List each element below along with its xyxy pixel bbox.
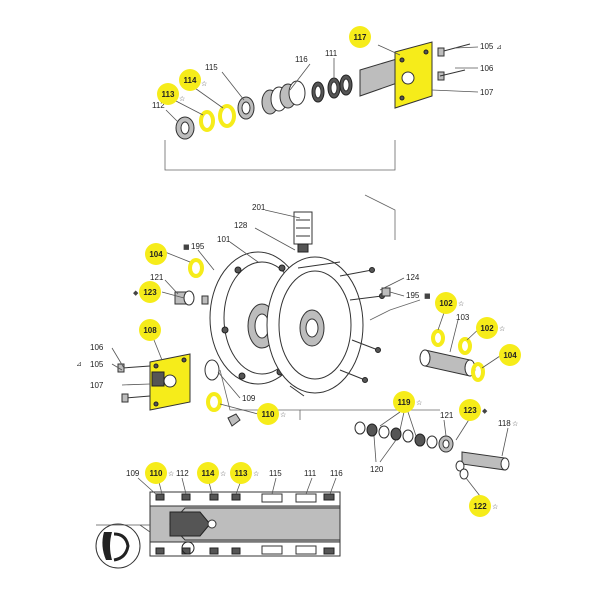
label-106-top: 106: [480, 64, 494, 73]
label-111-bottom: 111: [304, 469, 317, 478]
star-mark-102-a: ☆: [458, 300, 464, 308]
callout-114-top-text: 114: [184, 76, 197, 85]
square-mark-195-right: ■: [424, 292, 431, 300]
top-shaft-assembly: 105 ⊿ 106 107 116 111 115 112: [152, 41, 502, 240]
diamond-mark-123-left: ◆: [133, 289, 139, 297]
star-mark-102-b: ☆: [499, 325, 505, 333]
label-109-bottom: 109: [126, 469, 140, 478]
shaft-118: [455, 451, 510, 480]
torque-mark-105-left: ⊿: [76, 360, 82, 368]
callout-122-text: 122: [473, 502, 487, 511]
callout-108[interactable]: 108: [139, 319, 161, 341]
callout-102-a-text: 102: [439, 299, 453, 308]
label-107-top: 107: [480, 88, 494, 97]
label-112-bottom: 112: [176, 469, 189, 478]
callout-110-mid[interactable]: 110: [257, 403, 279, 425]
label-120: 120: [370, 465, 384, 474]
callout-117-text: 117: [354, 33, 367, 42]
callout-102-b[interactable]: 102: [476, 317, 498, 339]
callout-113-bottom-text: 113: [235, 469, 248, 478]
star-mark-122: ☆: [492, 503, 498, 511]
callout-113-top-text: 113: [162, 90, 175, 99]
pump-body-assembly: 201 128 ■ 195 101 124 195 ■ 121 103 106 …: [76, 203, 518, 497]
seal-stack-116: [261, 80, 306, 115]
star-mark-114-top: ☆: [201, 80, 207, 88]
label-107-left: 107: [90, 381, 104, 390]
star-mark-118: ☆: [512, 420, 518, 428]
spool-103: [419, 349, 476, 377]
label-105-left: 105: [90, 360, 104, 369]
diamond-mark-123-right: ◆: [482, 407, 488, 415]
callout-122[interactable]: 122: [469, 495, 491, 517]
label-101: 101: [217, 235, 231, 244]
callout-123-right-text: 123: [463, 406, 477, 415]
ring-set-111: [311, 74, 353, 103]
label-115-bottom: 115: [269, 469, 282, 478]
label-103: 103: [456, 313, 470, 322]
label-195-left: 195: [191, 242, 205, 251]
torque-mark-105-top: ⊿: [496, 43, 502, 51]
callout-104-left-text: 104: [149, 250, 163, 259]
label-106-left: 106: [90, 343, 104, 352]
callout-114-bottom-text: 114: [202, 469, 215, 478]
star-mark-110-mid: ☆: [280, 411, 286, 419]
label-128: 128: [234, 221, 248, 230]
label-118: 118: [498, 419, 511, 428]
seal-109: [204, 359, 220, 381]
callout-102-b-text: 102: [480, 324, 494, 333]
callout-113-top[interactable]: 113: [157, 83, 179, 105]
label-111-top: 111: [325, 49, 338, 58]
callout-119[interactable]: 119: [393, 391, 415, 413]
callout-114-bottom[interactable]: 114: [197, 462, 219, 484]
callout-123-left[interactable]: 123: [139, 281, 161, 303]
callout-104-right-text: 104: [503, 351, 517, 360]
seal-set-119-120: [354, 421, 438, 449]
star-mark-119: ☆: [416, 399, 422, 407]
callout-123-right[interactable]: 123: [459, 399, 481, 421]
section-view: 109 112 115 111 116 ☆ ☆ ☆: [95, 469, 343, 569]
star-mark-110-bottom: ☆: [168, 470, 174, 478]
callout-123-left-text: 123: [143, 288, 157, 297]
fitting-121-right: [438, 435, 454, 453]
callout-110-bottom-text: 110: [150, 469, 163, 478]
callout-markers: 117 114 ☆ 113 ☆ 104 ◆ 123 108 110 ☆: [133, 26, 521, 517]
shaft: [359, 57, 401, 97]
callout-110-bottom[interactable]: 110: [145, 462, 167, 484]
section-seals: [155, 493, 335, 555]
label-124: 124: [406, 273, 420, 282]
label-116-bottom: 116: [330, 469, 343, 478]
callout-104-right[interactable]: 104: [499, 344, 521, 366]
star-mark-113-top: ☆: [179, 95, 185, 103]
label-115-top: 115: [205, 63, 218, 72]
callout-104-left[interactable]: 104: [145, 243, 167, 265]
callout-102-a[interactable]: 102: [435, 292, 457, 314]
callout-108-text: 108: [143, 326, 157, 335]
label-112-top: 112: [152, 101, 165, 110]
label-105-top: 105: [480, 42, 494, 51]
label-116-top: 116: [295, 55, 308, 64]
callout-119-text: 119: [398, 398, 411, 407]
square-mark-195-left: ■: [183, 243, 190, 251]
callout-117[interactable]: 117: [349, 26, 371, 48]
callout-113-bottom[interactable]: 113: [230, 462, 252, 484]
label-201: 201: [252, 203, 266, 212]
label-109: 109: [242, 394, 256, 403]
label-195-right: 195: [406, 291, 420, 300]
label-121-right: 121: [440, 411, 454, 420]
vent-201: [293, 211, 313, 253]
star-mark-114-bottom: ☆: [220, 470, 226, 478]
star-mark-113-bottom: ☆: [253, 470, 259, 478]
label-121-left: 121: [150, 273, 164, 282]
callout-110-mid-text: 110: [262, 410, 275, 419]
body-right: [266, 256, 385, 397]
callout-114-top[interactable]: 114: [179, 69, 201, 91]
